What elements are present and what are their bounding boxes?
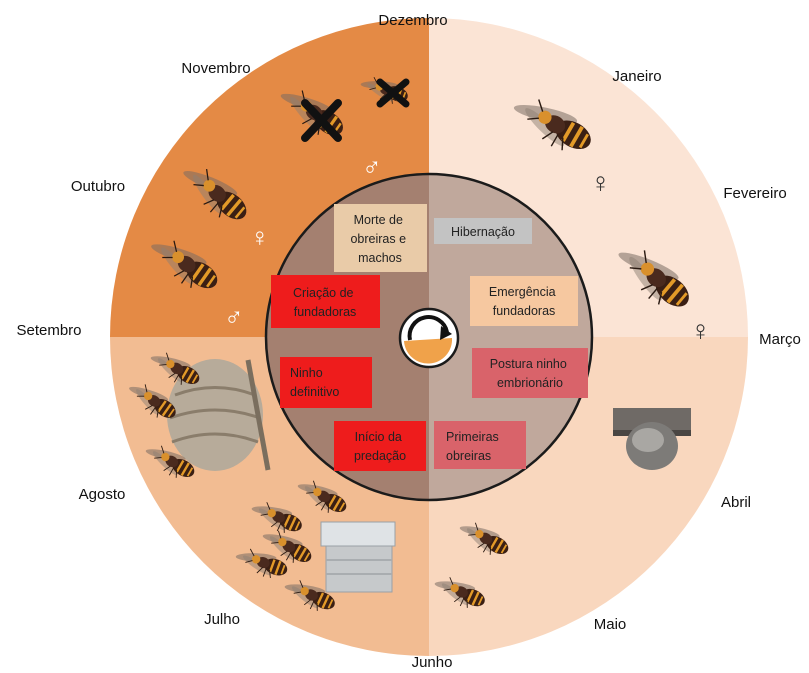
phase-ninho-line-2: definitivo: [290, 385, 339, 399]
month-janeiro: Janeiro: [612, 68, 661, 85]
female-symbol-icon: ♀: [250, 222, 270, 252]
month-maio: Maio: [594, 616, 627, 633]
phase-morte-line-2: obreiras e: [350, 232, 406, 246]
month-setembro: Setembro: [16, 322, 81, 339]
month-novembro: Novembro: [181, 60, 250, 77]
phase-inicio-box: Início da predação: [334, 421, 426, 471]
phase-hibernacao-box: Hibernação: [434, 218, 532, 244]
phase-criacao-line-2: fundadoras: [294, 305, 357, 319]
phase-inicio-line-1: Início da: [355, 430, 402, 444]
month-dezembro: Dezembro: [378, 12, 447, 29]
phase-ninho-box: Ninho definitivo: [280, 357, 372, 408]
month-julho: Julho: [204, 611, 240, 628]
phase-emergencia-line-1: Emergência: [489, 285, 556, 299]
phase-emergencia-box: Emergência fundadoras: [470, 276, 578, 326]
month-agosto: Agosto: [79, 486, 126, 503]
month-fevereiro: Fevereiro: [723, 185, 786, 202]
beehive-icon: [321, 522, 395, 592]
phase-emergencia-line-2: fundadoras: [493, 304, 556, 318]
phase-criacao-box: Criação de fundadoras: [271, 275, 380, 328]
phase-postura-box: Postura ninho embrionário: [472, 348, 588, 398]
phase-postura-line-2: embrionário: [497, 376, 563, 390]
svg-text:Morte de obreiras e: Morte de obreiras e machos: [350, 213, 409, 265]
female-symbol-icon: ♀: [690, 315, 711, 346]
male-symbol-icon: ♂: [224, 302, 244, 332]
month-abril: Abril: [721, 494, 751, 511]
phase-criacao-line-1: Criação de: [293, 286, 353, 300]
inner-disc: [266, 174, 592, 500]
phase-hibernacao-label: Hibernação: [451, 225, 515, 239]
phase-primeiras-line-1: Primeiras: [446, 430, 499, 444]
phase-ninho-line-1: Ninho: [290, 366, 323, 380]
phase-postura-line-1: Postura ninho: [490, 357, 567, 371]
month-outubro: Outubro: [71, 178, 125, 195]
male-symbol-icon: ♂: [362, 152, 382, 182]
phase-morte-line-3: machos: [358, 251, 402, 265]
phase-primeiras-box: Primeiras obreiras: [434, 421, 526, 469]
month-junho: Junho: [412, 654, 453, 671]
phase-morte-line-1: Morte de: [354, 213, 403, 227]
phase-primeiras-line-2: obreiras: [446, 449, 491, 463]
phase-morte-box: Morte de obreiras e machos: [334, 204, 427, 272]
female-symbol-icon: ♀: [590, 167, 611, 198]
month-marco: Março: [759, 331, 801, 348]
phase-inicio-line-2: predação: [354, 449, 406, 463]
